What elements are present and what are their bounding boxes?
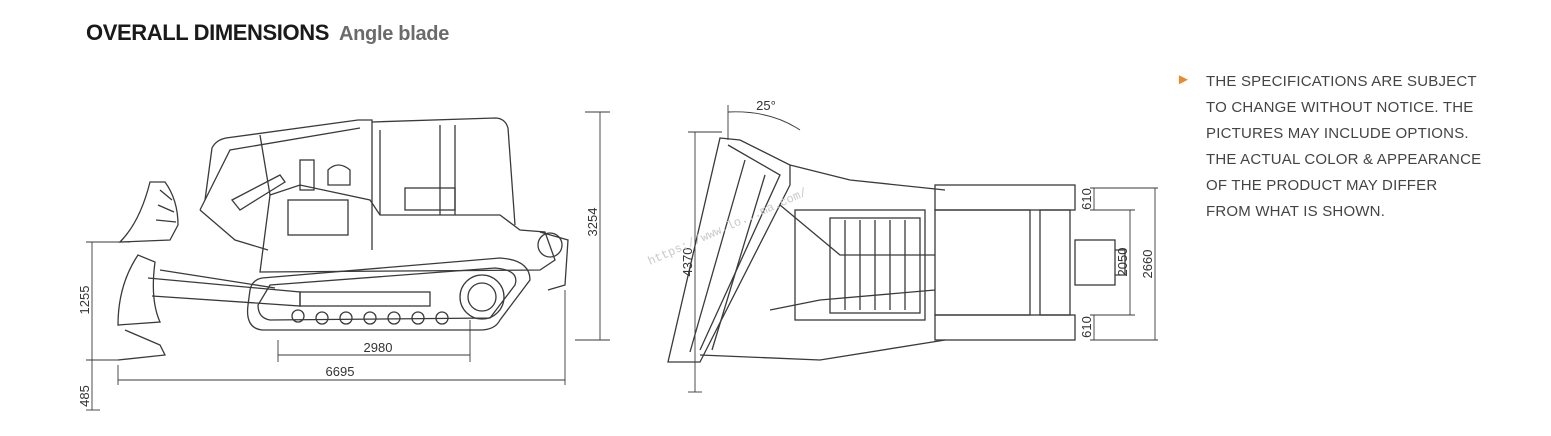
section-heading: OVERALL DIMENSIONS Angle blade xyxy=(86,20,449,46)
note-line: PICTURES MAY INCLUDE OPTIONS. xyxy=(1206,125,1469,142)
top-view-dimension-lines xyxy=(688,105,1158,393)
heading-title: OVERALL DIMENSIONS xyxy=(86,20,329,45)
watermark-text: https://www.lo...ma.com/ xyxy=(646,186,810,269)
dim-height-total: 3254 xyxy=(585,208,600,237)
dim-track-shoe-top: 610 xyxy=(1079,188,1094,210)
dim-track-length: 2980 xyxy=(364,340,393,355)
heading-subtitle: Angle blade xyxy=(338,23,450,45)
side-view-drawing xyxy=(117,117,569,361)
note-line: THE SPECIFICATIONS ARE SUBJECT xyxy=(1206,73,1477,90)
note-line: OF THE PRODUCT MAY DIFFER xyxy=(1206,177,1438,194)
side-view-dimension-labels: 3254 1255 485 2980 6695 xyxy=(77,208,600,407)
dim-overall-length: 6695 xyxy=(326,364,355,379)
note-line: TO CHANGE WITHOUT NOTICE. THE xyxy=(1206,99,1474,116)
dim-blade-width: 4370 xyxy=(680,248,695,277)
dim-dig-depth: 485 xyxy=(77,385,92,407)
triangle-right-icon: ► xyxy=(1176,71,1191,88)
dim-track-shoe-bottom: 610 xyxy=(1079,316,1094,338)
note-text: THE SPECIFICATIONS ARE SUBJECT TO CHANGE… xyxy=(1206,69,1506,225)
specifications-note: ► THE SPECIFICATIONS ARE SUBJECT TO CHAN… xyxy=(1176,69,1506,225)
top-view-drawing xyxy=(667,137,1126,363)
dim-blade-height: 1255 xyxy=(77,286,92,315)
dim-overall-width: 2660 xyxy=(1140,250,1155,279)
dim-blade-angle: 25° xyxy=(756,98,776,113)
dim-track-gauge: 2050 xyxy=(1115,248,1130,277)
note-line: FROM WHAT IS SHOWN. xyxy=(1206,203,1386,220)
note-line: THE ACTUAL COLOR & APPEARANCE xyxy=(1206,151,1482,168)
side-view-dimension-lines xyxy=(86,111,610,411)
